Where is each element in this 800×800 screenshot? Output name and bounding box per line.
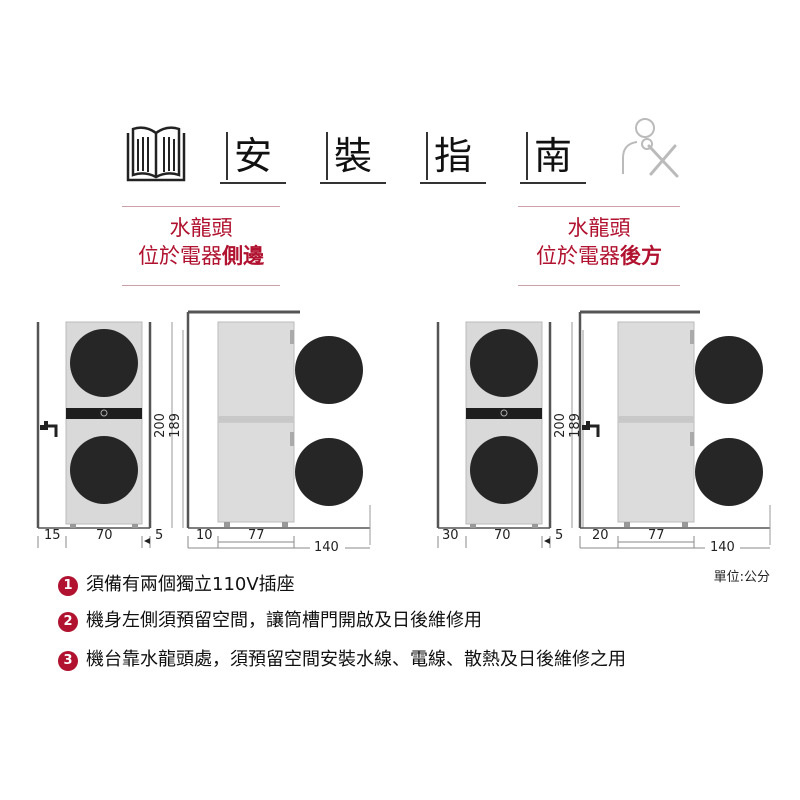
faucet-icon — [40, 421, 58, 437]
note-number-3: 3 — [58, 651, 78, 671]
caption-back-line1: 水龍頭 — [567, 216, 631, 240]
title-char-2: 裝 — [320, 128, 386, 184]
tools-person-icon — [622, 118, 679, 178]
dim-side-height-inner: 189 — [167, 413, 183, 438]
dim-side-total-depth: 140 — [314, 540, 339, 555]
dim-back-side-gap: 20 — [592, 528, 609, 543]
dim-back-height-inner: 189 — [567, 413, 583, 438]
title-char-1: 安 — [220, 128, 286, 184]
dim-back-depth: 77 — [648, 528, 665, 543]
caption-back: 水龍頭 位於電器後方 — [499, 214, 699, 270]
caption-back-line2: 位於電器後方 — [536, 244, 662, 268]
front-appliance — [465, 321, 543, 528]
dim-side-height-outer: 200 — [152, 413, 168, 438]
side-appliance — [217, 321, 295, 527]
caption-back-top-rule — [518, 206, 680, 207]
caption-side-top-rule — [122, 206, 280, 207]
faucet-icon — [582, 421, 600, 437]
lower-door — [70, 436, 138, 504]
note-text-3: 機台靠水龍頭處，須預留空間安裝水線、電線、散熱及日後維修之用 — [86, 649, 626, 670]
note-text-2: 機身左側須預留空間，讓筒槽門開啟及日後維修用 — [86, 610, 482, 631]
open-doors — [295, 336, 363, 506]
note-number-2: 2 — [58, 612, 78, 632]
dim-side-gap-right: 5 — [155, 528, 164, 543]
title-char-4: 南 — [520, 128, 586, 184]
caption-side-line1: 水龍頭 — [169, 216, 233, 240]
side-appliance — [617, 321, 695, 527]
dim-side-side-gap: 10 — [196, 528, 213, 543]
book-icon — [126, 126, 186, 182]
caption-side-line2: 位於電器側邊 — [138, 244, 264, 268]
caption-side: 水龍頭 位於電器側邊 — [101, 214, 301, 270]
title-char-3: 指 — [420, 128, 486, 184]
diagram-back — [436, 310, 771, 549]
dim-back-height-outer: 200 — [552, 413, 568, 438]
header: 安 裝 指 南 — [0, 0, 800, 200]
front-appliance — [65, 321, 143, 528]
diagram-side — [36, 310, 371, 549]
lower-door-open — [295, 438, 363, 506]
upper-door-open — [295, 336, 363, 404]
control-panel — [66, 408, 142, 419]
dim-side-front-width: 70 — [96, 528, 113, 543]
dim-back-front-width: 70 — [494, 528, 511, 543]
note-2: 2 機身左側須預留空間，讓筒槽門開啟及日後維修用 — [58, 609, 482, 633]
unit-label: 單位:公分 — [713, 570, 770, 585]
dim-side-gap-left: 15 — [44, 528, 61, 543]
caption-back-bottom-rule — [518, 285, 680, 286]
upper-door — [70, 329, 138, 397]
note-3: 3 機台靠水龍頭處，須預留空間安裝水線、電線、散熱及日後維修之用 — [58, 648, 626, 672]
caption-side-bottom-rule — [122, 285, 280, 286]
note-1: 1 須備有兩個獨立110V插座 — [58, 573, 295, 597]
dim-side-depth: 77 — [248, 528, 265, 543]
dim-back-total-depth: 140 — [710, 540, 735, 555]
dim-back-gap-right: 5 — [555, 528, 564, 543]
note-number-1: 1 — [58, 576, 78, 596]
dim-back-gap-left: 30 — [442, 528, 459, 543]
note-text-1: 須備有兩個獨立110V插座 — [86, 574, 295, 595]
